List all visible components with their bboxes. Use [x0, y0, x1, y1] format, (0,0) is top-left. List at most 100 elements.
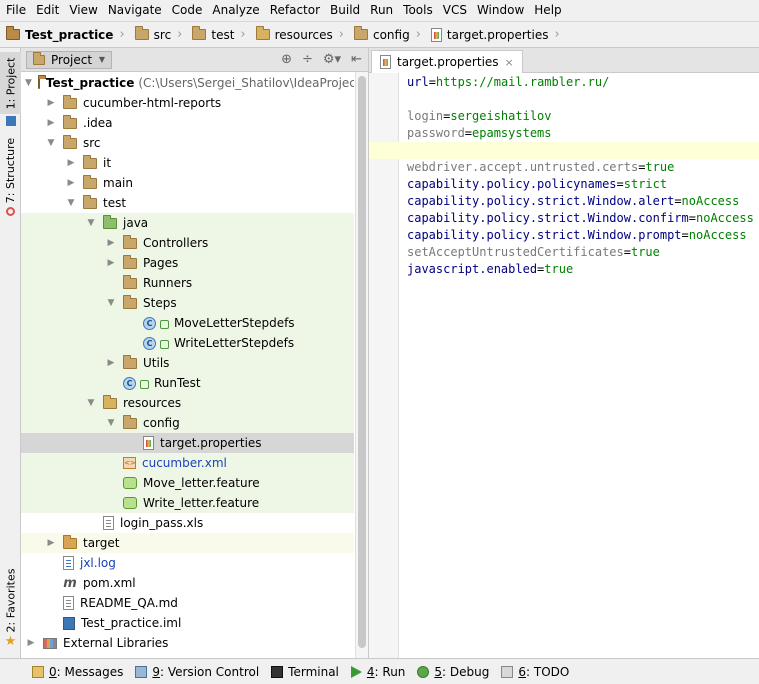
- menu-build[interactable]: Build: [330, 3, 361, 17]
- expanded-arrow-icon[interactable]: ▼: [87, 398, 95, 408]
- bottom-tool-label: 0: Messages: [49, 665, 123, 679]
- left-tool-strip: 1: Project 7: Structure 2: Favorites ★: [0, 48, 21, 658]
- favorites-tool-tab[interactable]: 2: Favorites: [0, 568, 21, 632]
- tree-item-login-pass-xls[interactable]: login_pass.xls: [21, 513, 354, 533]
- breadcrumb-item-resources[interactable]: resources›: [250, 22, 348, 47]
- bottom-tool-version-control[interactable]: 9: Version Control: [135, 665, 259, 679]
- expanded-arrow-icon[interactable]: ▼: [107, 298, 115, 308]
- project-path-label: (C:\Users\Sergei_Shatilov\IdeaProjects\T: [138, 76, 354, 90]
- tree-item-move-letter-feature[interactable]: Move_letter.feature: [21, 473, 354, 493]
- menu-run[interactable]: Run: [370, 3, 394, 17]
- hide-panel-icon[interactable]: ⇤: [351, 52, 362, 67]
- tree-item-utils[interactable]: ▶Utils: [21, 353, 354, 373]
- project-tool-label: 1: Project: [4, 57, 17, 109]
- project-scrollbar-thumb[interactable]: [358, 76, 366, 648]
- bottom-tool-messages[interactable]: 0: Messages: [32, 665, 123, 679]
- tree-item-label: Test_practice.iml: [81, 616, 182, 630]
- collapsed-arrow-icon[interactable]: ▶: [107, 358, 115, 368]
- tree-item-runners[interactable]: Runners: [21, 273, 354, 293]
- module-folder-icon: [6, 26, 20, 40]
- bottom-tool-debug[interactable]: 5: Debug: [417, 665, 489, 679]
- tree-item-it[interactable]: ▶it: [21, 153, 354, 173]
- tree-item-write-letter-feature[interactable]: Write_letter.feature: [21, 493, 354, 513]
- expanded-arrow-icon[interactable]: ▼: [25, 78, 32, 88]
- breadcrumb-item-target-properties[interactable]: target.properties›: [425, 22, 564, 47]
- debug-icon: [417, 665, 430, 678]
- collapsed-arrow-icon[interactable]: ▶: [107, 258, 115, 268]
- collapsed-arrow-icon[interactable]: ▶: [47, 538, 55, 548]
- expanded-arrow-icon[interactable]: ▼: [87, 218, 95, 228]
- tree-item-jxl-log[interactable]: jxl.log: [21, 553, 354, 573]
- collapsed-arrow-icon[interactable]: ▶: [107, 238, 115, 248]
- collapsed-arrow-icon[interactable]: ▶: [47, 98, 55, 108]
- tree-item-test-practice-iml[interactable]: Test_practice.iml: [21, 613, 354, 633]
- tree-item-config[interactable]: ▼config: [21, 413, 354, 433]
- menu-code[interactable]: Code: [171, 3, 203, 17]
- source-folder-icon: [103, 214, 117, 229]
- bottom-tool-terminal[interactable]: Terminal: [271, 665, 339, 679]
- tree-item-readme-qa-md[interactable]: README_QA.md: [21, 593, 354, 613]
- tree-item-target-properties[interactable]: target.properties: [21, 433, 354, 453]
- structure-tool-tab[interactable]: 7: Structure: [0, 137, 21, 202]
- breadcrumb-item-test[interactable]: test›: [186, 22, 249, 47]
- collapsed-arrow-icon[interactable]: ▶: [27, 638, 35, 648]
- breadcrumb-item-test-practice[interactable]: Test_practice›: [0, 22, 129, 47]
- bottom-tool-text: : TODO: [526, 664, 570, 679]
- breadcrumb-item-config[interactable]: config›: [348, 22, 425, 47]
- editor-tab-target-properties[interactable]: target.properties ×: [371, 50, 523, 73]
- tree-item-label: MoveLetterStepdefs: [174, 316, 295, 330]
- scroll-from-source-icon[interactable]: ⊕: [281, 52, 292, 67]
- bottom-tool-todo[interactable]: 6: TODO: [501, 665, 569, 679]
- tree-item-label: Steps: [143, 296, 177, 310]
- tree-item-test[interactable]: ▼test: [21, 193, 354, 213]
- menu-help[interactable]: Help: [534, 3, 562, 17]
- tree-item-pages[interactable]: ▶Pages: [21, 253, 354, 273]
- tree-item-target[interactable]: ▶target: [21, 533, 354, 553]
- property-key: url: [407, 75, 429, 89]
- expanded-arrow-icon[interactable]: ▼: [67, 198, 75, 208]
- menu-file[interactable]: File: [6, 3, 27, 17]
- tree-item-java[interactable]: ▼ java: [21, 213, 354, 233]
- close-icon[interactable]: ×: [504, 55, 514, 69]
- tree-item-label: java: [123, 216, 149, 230]
- collapsed-arrow-icon[interactable]: ▶: [47, 118, 55, 128]
- menu-window[interactable]: Window: [476, 3, 525, 17]
- tree-item-src[interactable]: ▼ src: [21, 133, 354, 153]
- tree-item-cucumber-xml[interactable]: <>cucumber.xml: [21, 453, 354, 473]
- tree-item-label: src: [83, 136, 101, 150]
- collapsed-arrow-icon[interactable]: ▶: [67, 158, 75, 168]
- tree-item-cucumber-html-reports[interactable]: ▶cucumber-html-reports: [21, 93, 354, 113]
- editor-tab-label: target.properties: [397, 55, 499, 69]
- expanded-arrow-icon[interactable]: ▼: [107, 418, 115, 428]
- expanded-arrow-icon[interactable]: ▼: [47, 138, 55, 148]
- tree-item-controllers[interactable]: ▶Controllers: [21, 233, 354, 253]
- bottom-tool-run[interactable]: 4: Run: [350, 665, 405, 679]
- menu-edit[interactable]: Edit: [36, 3, 60, 17]
- menu-analyze[interactable]: Analyze: [212, 3, 260, 17]
- project-tool-tab[interactable]: 1: Project: [0, 52, 21, 114]
- tree-item-test-practice[interactable]: ▼ Test_practice(C:\Users\Sergei_Shatilov\…: [21, 73, 354, 93]
- tree-item-resources[interactable]: ▼resources: [21, 393, 354, 413]
- breadcrumb-item-src[interactable]: src›: [129, 22, 187, 47]
- code-text-area[interactable]: url=https://mail.rambler.ru/login=sergei…: [399, 73, 759, 658]
- editor-gutter: [369, 73, 399, 658]
- tree-item-steps[interactable]: ▼ Steps: [21, 293, 354, 313]
- tree-item-external-libraries[interactable]: ▶External Libraries: [21, 633, 354, 653]
- gear-icon[interactable]: ⚙▾: [322, 52, 342, 67]
- tree-item-label: Test_practice: [45, 76, 135, 90]
- tree-item--idea[interactable]: ▶.idea: [21, 113, 354, 133]
- project-view-selector[interactable]: Project ▼: [26, 50, 112, 69]
- collapsed-arrow-icon[interactable]: ▶: [67, 178, 75, 188]
- menu-navigate[interactable]: Navigate: [107, 3, 162, 17]
- project-scrollbar[interactable]: [355, 72, 368, 658]
- menu-view[interactable]: View: [69, 3, 98, 17]
- menu-refactor[interactable]: Refactor: [269, 3, 321, 17]
- collapse-all-icon[interactable]: ÷: [302, 52, 313, 67]
- menu-vcs[interactable]: VCS: [442, 3, 467, 17]
- menu-tools[interactable]: Tools: [403, 3, 433, 17]
- tree-item-main[interactable]: ▶main: [21, 173, 354, 193]
